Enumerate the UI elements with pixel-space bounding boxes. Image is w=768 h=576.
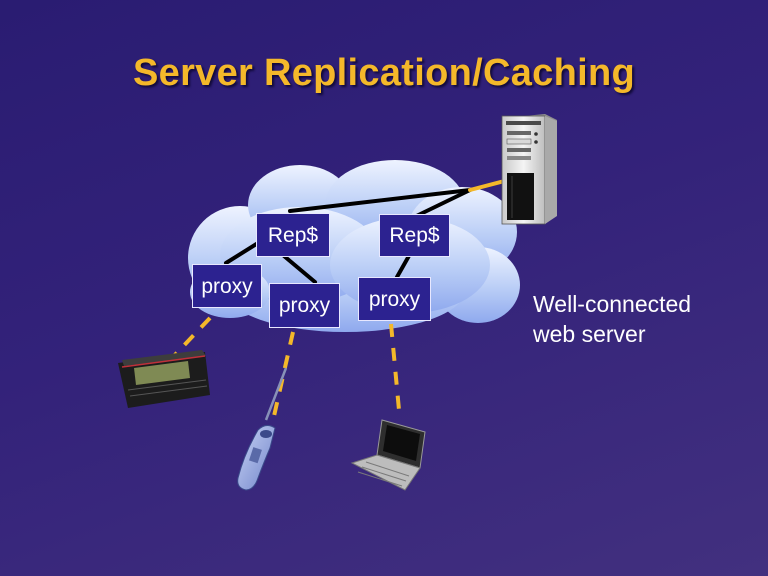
link-rep1-server [288, 188, 472, 213]
slide-title: Server Replication/Caching [133, 52, 635, 94]
server-caption-line-1: Well-connected [533, 291, 692, 317]
proxy-node-3: proxy [358, 277, 431, 321]
link-rep1-proxy2 [282, 254, 317, 284]
pager-icon [118, 350, 210, 408]
server-caption-line-2: web server [533, 321, 646, 347]
wireless-link-laptop [389, 323, 401, 411]
web-server-tower-icon [501, 114, 557, 225]
link-rep1-proxy1 [224, 241, 260, 265]
wireless-link-pager [170, 316, 212, 360]
link-rep2-proxy3 [395, 252, 412, 279]
laptop-icon [350, 419, 426, 491]
wireless-link-phone [270, 331, 295, 426]
rep-node-1: Rep$ [256, 213, 330, 257]
proxy-node-2: proxy [269, 283, 340, 328]
rep-node-2: Rep$ [379, 214, 450, 257]
cell-phone-icon [237, 367, 288, 491]
proxy-node-1: proxy [192, 264, 262, 308]
wireless-links [170, 316, 401, 426]
server-caption: Well-connected web server [533, 289, 691, 349]
